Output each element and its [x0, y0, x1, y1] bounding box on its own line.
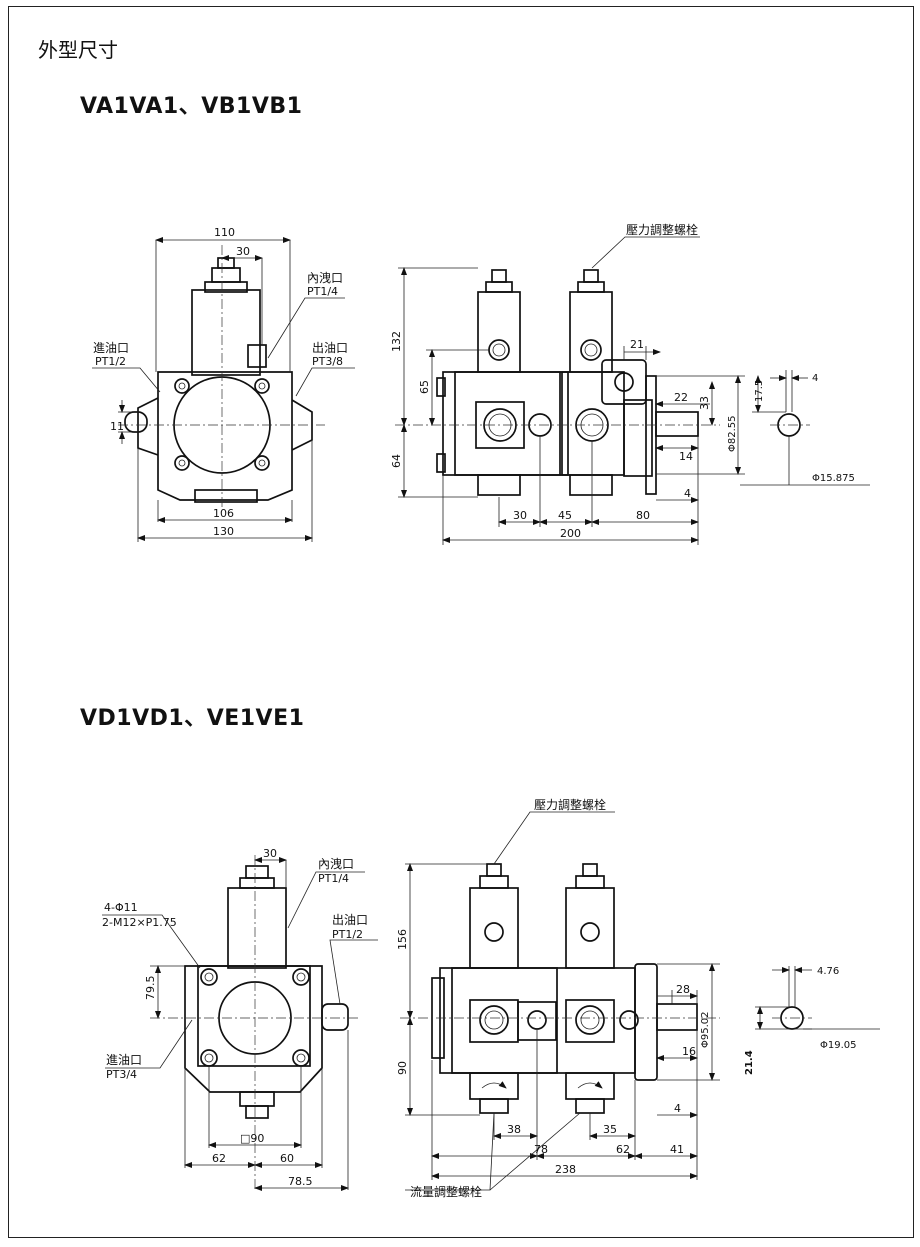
dim-22: 22 — [674, 391, 688, 404]
inlet-label-2: 進油口 — [106, 1053, 142, 1067]
dim-35: 35 — [603, 1123, 617, 1136]
dim-38: 38 — [507, 1123, 521, 1136]
dim-21: 21 — [630, 338, 644, 351]
dim-80: 80 — [636, 509, 650, 522]
dim-45: 45 — [558, 509, 572, 522]
dim-4: 4 — [684, 487, 691, 500]
flow-adjust-label: 流量調整螺栓 — [410, 1184, 482, 1199]
drawing-frame — [8, 6, 914, 1238]
outlet-label: 出油口 — [312, 341, 348, 355]
dim-4-key: 4 — [812, 373, 818, 384]
dia-1905: Φ19.05 — [820, 1040, 857, 1051]
dim-200: 200 — [560, 527, 581, 540]
outlet-pt: PT3/8 — [312, 355, 343, 368]
dia-9502: Φ95.02 — [700, 1012, 711, 1049]
dim-30: 30 — [236, 245, 250, 258]
va1-front-labels: 110 30 106 130 11 內洩口 PT1/4 進油口 PT1/2 出油… — [93, 226, 348, 538]
dim-78-5: 78.5 — [288, 1175, 313, 1188]
vd1-shaft-section — [755, 966, 880, 1030]
vd1-side-labels: 壓力調整螺栓 流量調整螺栓 156 90 28 16 4 Φ95.02 38 3… — [396, 797, 857, 1199]
dim-60-front: 60 — [280, 1152, 294, 1165]
dim-30-top: 30 — [263, 847, 277, 860]
dim-62-front: 62 — [212, 1152, 226, 1165]
dim-156: 156 — [396, 929, 409, 950]
inner-leak-label-2: 內洩口 — [318, 857, 354, 871]
dim-90-side: 90 — [396, 1061, 409, 1075]
dia-8255: Φ82.55 — [727, 416, 738, 453]
vd1-front-labels: 30 4-Φ11 2-M12×P1.75 內洩口 PT1/4 出油口 PT1/2… — [102, 847, 368, 1188]
dim-4-side: 4 — [674, 1102, 681, 1115]
inner-leak-label: 內洩口 — [307, 271, 343, 285]
dim-14: 14 — [679, 450, 693, 463]
dim-21-4: 21.4 — [744, 1050, 755, 1075]
dim-33: 33 — [698, 396, 711, 410]
dim-78: 78 — [534, 1143, 548, 1156]
inner-leak-pt: PT1/4 — [307, 285, 338, 298]
dim-30-bottom: 30 — [513, 509, 527, 522]
section-title-vd1ve1: VD1VD1、VE1VE1 — [80, 706, 305, 731]
vd1-side-view — [400, 811, 720, 1191]
dim-110: 110 — [214, 226, 235, 239]
inner-leak-pt-2: PT1/4 — [318, 872, 349, 885]
dim-4-76: 4.76 — [817, 966, 839, 977]
dim-79-5: 79.5 — [144, 976, 157, 1001]
dim-16: 16 — [682, 1045, 696, 1058]
dim-11: 11 — [110, 420, 124, 433]
va1-side-view — [395, 236, 745, 545]
dim-238: 238 — [555, 1163, 576, 1176]
va1-shaft-section — [740, 370, 870, 486]
va1-side-labels: 壓力調整螺栓 132 65 64 21 22 33 14 4 Φ82.55 30… — [390, 222, 855, 540]
dim-41: 41 — [670, 1143, 684, 1156]
section-title-va1vb1: VA1VA1、VB1VB1 — [80, 94, 303, 119]
holes-label: 4-Φ11 — [104, 901, 138, 914]
dim-130: 130 — [213, 525, 234, 538]
pressure-adjust-label-2: 壓力調整螺栓 — [534, 797, 606, 812]
dim-64: 64 — [390, 454, 403, 468]
inlet-pt-2: PT3/4 — [106, 1068, 137, 1081]
dim-28: 28 — [676, 983, 690, 996]
vd1-front-view — [102, 855, 378, 1192]
va1-front-view — [92, 237, 355, 542]
outlet-label-2: 出油口 — [332, 913, 368, 927]
dim-17-5: 17.5 — [754, 380, 765, 402]
inlet-label: 進油口 — [93, 341, 129, 355]
dim-sq90: □90 — [240, 1132, 264, 1145]
outlet-pt-2: PT1/2 — [332, 928, 363, 941]
dia-15875: Φ15.875 — [812, 473, 855, 484]
dim-62-side: 62 — [616, 1143, 630, 1156]
dim-132: 132 — [390, 331, 403, 352]
thread-label: 2-M12×P1.75 — [102, 916, 177, 929]
dim-106: 106 — [213, 507, 234, 520]
pressure-adjust-label: 壓力調整螺栓 — [626, 222, 698, 237]
inlet-pt: PT1/2 — [95, 355, 126, 368]
dim-65: 65 — [418, 380, 431, 394]
page-title: 外型尺寸 — [38, 38, 118, 62]
